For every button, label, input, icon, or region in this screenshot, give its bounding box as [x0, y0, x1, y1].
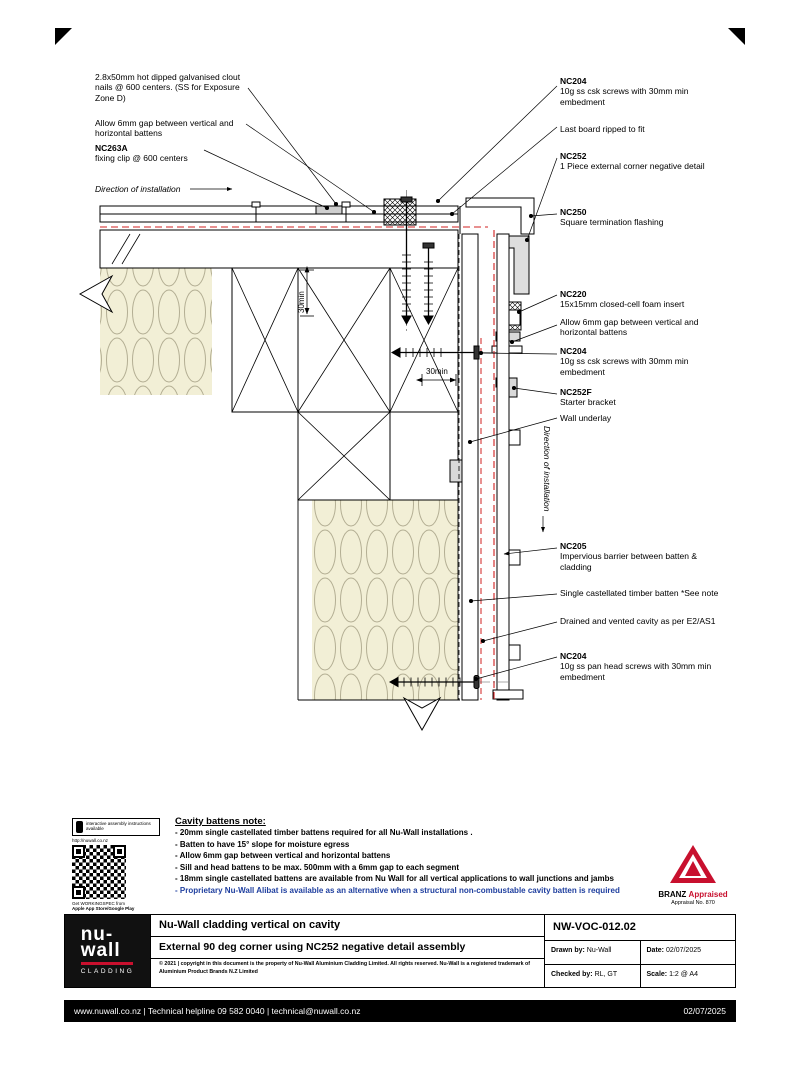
annotation-nc252: NC252 1 Piece external corner negative d… [560, 151, 705, 172]
screws [388, 196, 480, 689]
branz-appraisal-number: Appraisal No. 870 [671, 900, 715, 906]
qr-finder-icon [72, 845, 85, 858]
framing-studs [99, 229, 460, 701]
annotation-nc204-top: NC204 10g ss csk screws with 30mm min em… [560, 76, 689, 107]
annotation-nc205: NC205 Impervious barrier between batten … [560, 541, 698, 572]
footer-bar: www.nuwall.co.nz | Technical helpline 09… [64, 1000, 736, 1022]
crop-mark-top-left [55, 28, 72, 45]
qr-caption: Get WORKINGSPEC from [72, 901, 126, 906]
badge-text: interactive assembly instructions availa… [86, 821, 151, 831]
date-cell: Date: 02/07/2025 [646, 947, 702, 954]
phone-icon [76, 821, 83, 833]
footer-date: 02/07/2025 [683, 1006, 726, 1016]
copyright-text: © 2021 | copyright in this document is t… [159, 961, 531, 975]
annotation-castellated-batten: Single castellated timber batten *See no… [560, 588, 719, 598]
nc263a-fixing-clip [315, 205, 343, 215]
vertical-cladding-board [496, 233, 510, 701]
checked-by-cell: Checked by: RL, GT [545, 964, 641, 987]
nc250-square-termination-flashing [465, 197, 535, 235]
horizontal-screw-bottom [388, 675, 480, 689]
scale-cell: Scale: 1:2 @ A4 [646, 970, 698, 978]
leader-lines [190, 85, 558, 682]
horizontal-screw-mid [390, 345, 480, 360]
logo-text: nu- [80, 923, 114, 945]
notes-title: Cavity battens note: [175, 816, 266, 827]
drawn-by-cell: Drawn by: Nu-Wall [545, 941, 641, 964]
logo-subtext: CLADDING [80, 968, 135, 976]
break-marks [78, 274, 442, 732]
document-number: NW-VOC-012.02 [545, 915, 735, 941]
annotation-nc220: NC220 15x15mm closed-cell foam insert [560, 289, 685, 310]
note-bullet: - Batten to have 15° slope for moisture … [175, 839, 350, 849]
branz-triangle-icon [670, 845, 716, 883]
qr-finder-icon [72, 886, 85, 899]
corner-detail-drawing [78, 85, 558, 732]
annotation-clout-nails: 2.8x50mm hot dipped galvanised clout nai… [95, 72, 241, 103]
foam-insert-top [383, 198, 417, 226]
qr-url: http://nuwall.co.nz [72, 838, 109, 843]
title-block: nu- wall CLADDING Nu-Wall cladding verti… [64, 914, 736, 988]
title-block-middle: Nu-Wall cladding vertical on cavity Exte… [151, 915, 545, 987]
qr-code [72, 845, 126, 899]
title-block-right: NW-VOC-012.02 Drawn by: Nu-Wall Date: 02… [545, 915, 735, 987]
note-bullet: - Sill and head battens to be max. 500mm… [175, 862, 460, 872]
note-bullet: - 18mm single castellated battens are av… [175, 874, 614, 883]
annotation-last-board: Last board ripped to fit [560, 124, 645, 134]
vertical-screw-1 [400, 196, 413, 326]
footer-contact: www.nuwall.co.nz | Technical helpline 09… [74, 1006, 361, 1016]
nuwall-logo: nu- wall CLADDING [65, 915, 151, 987]
insulation-batts [100, 268, 458, 700]
top-cladding-assembly [99, 198, 459, 226]
annotation-gap-battens-left: Allow 6mm gap between vertical and horiz… [95, 118, 234, 139]
annotation-direction-left: Direction of installation [95, 184, 181, 194]
annotation-nc263a-clip: NC263A fixing clip @ 600 centers [95, 143, 188, 164]
annotation-gap-battens-right: Allow 6mm gap between vertical and horiz… [560, 317, 699, 338]
qr-caption-stores: Apple App Store/Google Play [72, 906, 135, 911]
note-bullet: - 20mm single castellated timber battens… [175, 828, 473, 837]
dimension-30min-vertical: 30min [297, 291, 306, 313]
vertical-screw-2 [422, 242, 435, 326]
note-bullet: - Allow 6mm gap between vertical and hor… [175, 851, 391, 860]
cavity-battens-note: Cavity battens note: - 20mm single caste… [175, 816, 655, 896]
drawing-subtitle: External 90 deg corner using NC252 negat… [151, 937, 544, 959]
dimension-lines [300, 266, 457, 386]
annotation-nc204-bottom: NC204 10g ss pan head screws with 30mm m… [560, 651, 712, 682]
logo-red-bar [80, 962, 133, 966]
annotation-wall-underlay: Wall underlay [560, 413, 612, 423]
drawing-title: Nu-Wall cladding vertical on cavity [151, 915, 544, 937]
dimension-30min-horizontal: 30min [426, 367, 448, 376]
vertical-cavity-batten [461, 233, 479, 701]
logo-text: wall [80, 940, 121, 961]
annotation-drained-cavity: Drained and vented cavity as per E2/AS1 [560, 616, 716, 626]
branz-appraised-mark: BRANZ Appraised Appraisal No. 870 [648, 845, 738, 906]
annotation-nc252f: NC252F Starter bracket [560, 387, 616, 408]
branz-name: BRANZ Appraised [658, 890, 728, 899]
assembly-instructions-badge: interactive assembly instructions availa… [72, 818, 160, 836]
annotation-nc250: NC250 Square termination flashing [560, 207, 664, 228]
qr-block: interactive assembly instructions availa… [72, 818, 168, 911]
qr-finder-icon [113, 845, 126, 858]
annotation-direction-vertical: Direction of installation [542, 426, 552, 512]
annotation-nc204-mid: NC204 10g ss csk screws with 30mm min em… [560, 346, 689, 377]
crop-mark-top-right [728, 28, 745, 45]
note-bullet-alibat: - Proprietary Nu-Wall Alibat is availabl… [175, 885, 620, 895]
